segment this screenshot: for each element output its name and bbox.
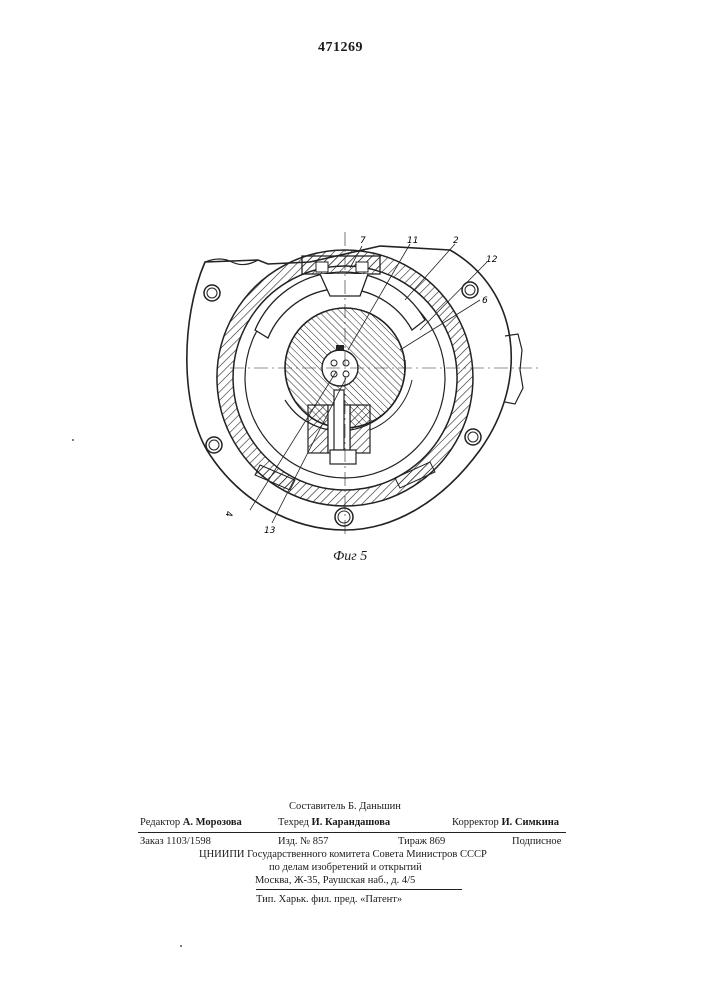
circulation: Тираж 869 <box>398 836 445 847</box>
corrector-label: Корректор <box>452 817 499 828</box>
divider-bottom <box>256 889 462 890</box>
patent-number: 471269 <box>318 40 363 56</box>
part-label-7: 7 <box>360 236 366 246</box>
techred-label: Техред <box>278 817 309 828</box>
part-label-12: 12 <box>486 255 498 265</box>
figure-caption: Фиг 5 <box>333 549 367 565</box>
subscription: Подписное <box>512 836 561 847</box>
part-label-4: 4 <box>223 511 233 517</box>
corrector-name: И. Симкина <box>501 817 559 828</box>
editor-line: Редактор А. Морозова <box>140 817 242 828</box>
divider-top <box>138 832 566 833</box>
scan-speck <box>180 945 182 947</box>
part-label-6: 6 <box>482 296 488 306</box>
compiler-line: Составитель Б. Даньшин <box>289 801 401 812</box>
institute-line: ЦНИИПИ Государственного комитета Совета … <box>199 849 487 860</box>
affairs-line: по делам изобретений и открытий <box>269 862 422 873</box>
printer-line: Тип. Харьк. фил. пред. «Патент» <box>256 894 402 905</box>
issue-number: Изд. № 857 <box>278 836 329 847</box>
corrector-line: Корректор И. Симкина <box>452 817 559 828</box>
address-line: Москва, Ж-35, Раушская наб., д. 4/5 <box>255 875 415 886</box>
order-number: Заказ 1103/1598 <box>140 836 211 847</box>
part-label-13: 13 <box>264 526 276 536</box>
editor-name: А. Морозова <box>183 817 242 828</box>
part-label-11: 11 <box>407 236 418 246</box>
techred-line: Техред И. Карандашова <box>278 817 390 828</box>
scan-speck <box>72 439 74 441</box>
technical-drawing: 7 11 2 12 6 4 13 <box>170 225 550 545</box>
techred-name: И. Карандашова <box>312 817 391 828</box>
part-label-2: 2 <box>453 236 459 246</box>
editor-label: Редактор <box>140 817 180 828</box>
